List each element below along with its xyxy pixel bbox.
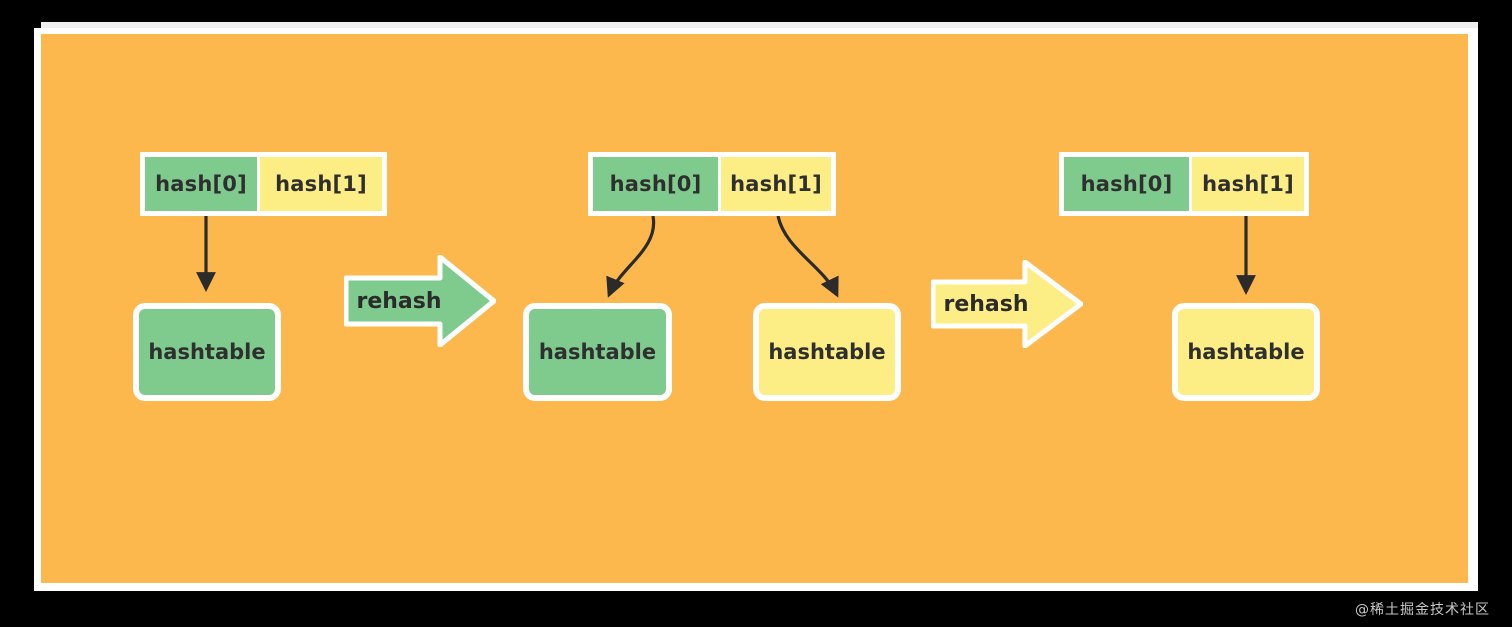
stage-1-hashtable-label: hashtable: [148, 340, 266, 364]
stage-2-hash0-cell[interactable]: hash[0]: [593, 157, 718, 211]
stage-2-hash1-label: hash[1]: [730, 172, 822, 196]
rehash-arrow-2-shape: [931, 260, 1083, 348]
rehash-arrow-1-label: rehash: [356, 288, 442, 314]
stage-2-hashtable-green-label: hashtable: [538, 340, 657, 364]
stage-2-hash-row: hash[0] hash[1]: [588, 152, 836, 216]
stage-3-hash-row: hash[0] hash[1]: [1059, 152, 1309, 216]
stage-3-hashtable-box[interactable]: hashtable: [1172, 303, 1320, 401]
watermark: @稀土掘金技术社区: [1355, 602, 1490, 618]
stage-1-hash1-cell[interactable]: hash[1]: [257, 157, 382, 211]
rehash-arrow-1[interactable]: rehash: [344, 255, 496, 347]
stage-1-hashtable-box[interactable]: hashtable: [133, 303, 281, 401]
stage-2-hash1-cell[interactable]: hash[1]: [718, 157, 831, 211]
stage-2-hashtable-box-green[interactable]: hashtable: [523, 303, 672, 401]
diagram-panel: hash[0] hash[1] hashtable rehash hash[0]: [41, 34, 1468, 583]
stage-1-hash0-label: hash[0]: [155, 172, 247, 196]
stage-3-hashtable-label: hashtable: [1187, 340, 1305, 364]
rehash-arrow-2-label: rehash: [943, 291, 1029, 317]
stage-2-hash0-label: hash[0]: [609, 172, 702, 196]
stage-2-hashtable-yellow-label: hashtable: [768, 340, 886, 364]
stage-3-hash0-label: hash[0]: [1080, 172, 1173, 196]
rehash-arrow-2[interactable]: rehash: [931, 260, 1083, 348]
stage-3-hash1-label: hash[1]: [1202, 172, 1294, 196]
stage-1-hash0-cell[interactable]: hash[0]: [145, 157, 257, 211]
stage-3-hash0-cell[interactable]: hash[0]: [1064, 157, 1189, 211]
stage-1-hash-row: hash[0] hash[1]: [140, 152, 387, 216]
stage-1-hash1-label: hash[1]: [275, 172, 367, 196]
stage-3-hash1-cell[interactable]: hash[1]: [1189, 157, 1304, 211]
stage-2-hashtable-box-yellow[interactable]: hashtable: [753, 303, 901, 401]
rehash-arrow-1-shape: [344, 255, 496, 347]
